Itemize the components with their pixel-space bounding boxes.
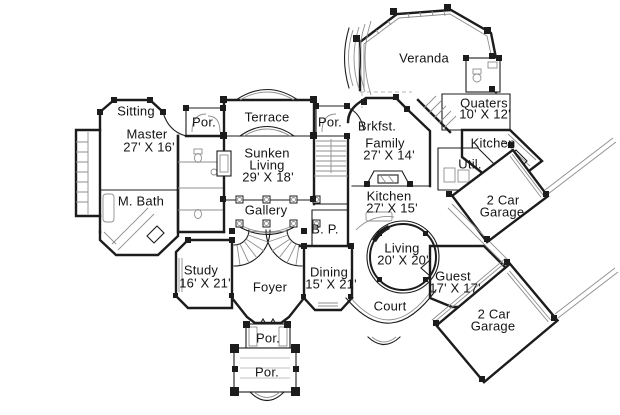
front-porches <box>233 323 297 402</box>
room-dims-guest: 17' X 17' <box>429 280 481 296</box>
room-dims-dining: 15' X 21' <box>305 276 357 292</box>
room-label-dining: Dining <box>309 264 349 280</box>
room-label-por-front-large: Por. <box>255 364 279 380</box>
garage-top-walls <box>450 148 550 244</box>
terrace-sunken-living-walls <box>216 89 316 234</box>
closet-wing-walls <box>74 128 102 218</box>
room-dims-study: 16' X 21' <box>179 275 231 291</box>
living-rotunda <box>366 220 440 294</box>
room-label-terrace: Terrace <box>244 109 290 125</box>
room-label-kitchen2: Kitchen <box>470 135 516 151</box>
room-label-family: Family <box>365 135 405 151</box>
breezeway-lines <box>447 203 511 267</box>
room-label-garage-bottom-line2: Garage <box>470 318 516 334</box>
room-label-garage-top-line2: Garage <box>479 204 525 220</box>
room-label-study: Study <box>183 262 219 278</box>
wall-piers <box>97 4 557 396</box>
room-label-quaters: Quaters <box>460 95 508 111</box>
room-label-foyer: Foyer <box>252 279 288 295</box>
room-label-util: Util. <box>458 156 482 172</box>
room-label-m-bath: M. Bath <box>117 193 165 209</box>
room-dims-sunken-living: 29' X 18' <box>242 169 294 185</box>
room-label-sunken-living-line2: Living <box>249 157 285 173</box>
kitchen-walls <box>355 211 395 231</box>
room-dims-master: 27' X 16' <box>123 139 175 155</box>
room-label-por-front-small: Por. <box>256 330 280 346</box>
room-label-sunken-living-line1: Sunken <box>244 145 290 161</box>
dining-walls <box>298 244 354 312</box>
room-label-garage-bottom-line1: 2 Car <box>477 306 511 322</box>
garage-bottom-eave-lines <box>554 267 619 319</box>
room-label-court: Court <box>373 298 407 314</box>
room-dims-kitchen: 27' X 15' <box>366 200 418 216</box>
room-label-kitchen: Kitchen <box>366 188 412 204</box>
room-label-guest: Guest <box>435 268 471 284</box>
family-brkfst-walls <box>315 96 432 188</box>
court-walls <box>345 289 437 346</box>
garage-bottom-walls <box>431 258 560 384</box>
room-dims-quaters: 10' X 12' <box>459 106 511 122</box>
room-dims-living: 20' X 20' <box>377 252 429 268</box>
room-label-veranda: Veranda <box>399 50 449 66</box>
room-label-master: Master <box>126 126 168 142</box>
room-label-gallery: Gallery <box>244 202 288 218</box>
room-label-garage-top-line1: 2 Car <box>486 192 520 208</box>
room-label-brkfst: Brkfst. <box>357 118 397 134</box>
left-porch-hall-walls <box>176 107 226 234</box>
room-label-sitting: Sitting <box>117 103 155 119</box>
master-wing-walls <box>98 98 187 257</box>
room-dims-family: 27' X 14' <box>363 147 415 163</box>
room-label-living: Living <box>384 240 420 256</box>
room-label-bp: B. P. <box>311 221 339 237</box>
gallery-colonnade <box>235 195 321 235</box>
room-label-por-left: Por. <box>192 114 216 130</box>
foyer-stairs <box>230 229 306 332</box>
garage-top-eave-lines <box>544 137 617 195</box>
room-label-por-right: Por. <box>318 114 342 130</box>
